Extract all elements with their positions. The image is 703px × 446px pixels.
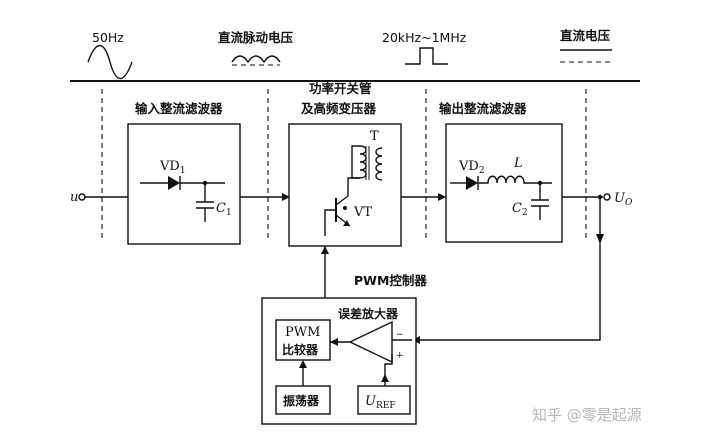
section-dividers (101, 89, 587, 242)
oscillator-arrow (299, 360, 307, 368)
vd2-label: VD2 (458, 159, 485, 176)
pulsating-dc-icon (231, 55, 281, 64)
inductor-icon (478, 175, 552, 184)
error-amplifier-icon (348, 320, 393, 364)
transistor-label: VT (353, 205, 372, 220)
arrow-to-switch (282, 193, 290, 201)
transformer-label: T (370, 129, 379, 144)
power-switch-title-2: 及高频变压器 (301, 101, 377, 116)
vd1-label: VD1 (159, 159, 186, 176)
opamp-plus: + (396, 351, 404, 361)
output-terminal (603, 193, 611, 201)
feedback-wire (412, 197, 601, 341)
output-node-label: UO (614, 191, 633, 208)
input-filter-block: u VD1 C1 (70, 123, 241, 245)
c2-label: C2 (512, 201, 528, 218)
legend: 50Hz 直流脉动电压 20kHz~1MHz 直流电压 (70, 28, 640, 82)
pwm-comparator-box (275, 319, 331, 361)
uref-label: UREF (365, 394, 396, 411)
oscillator-box (275, 385, 331, 415)
legend-sine-label: 50Hz (92, 30, 124, 45)
c1-label: C1 (216, 201, 232, 218)
pulse-wave-icon (405, 47, 448, 65)
pwm-comparator-label-1: PWM (285, 325, 320, 340)
output-filter-title: 输出整流滤波器 (439, 101, 527, 116)
transformer-secondary-icon (375, 147, 383, 181)
pwm-comparator-label-2: 比较器 (282, 342, 319, 357)
sine-wave-icon (87, 44, 133, 80)
power-switch-title-1: 功率开关管 (309, 81, 372, 96)
pwm-controller-title: PWM控制器 (354, 273, 427, 288)
legend-pulsating-label: 直流脉动电压 (218, 30, 294, 45)
input-terminal (78, 193, 86, 201)
diode-vd2-icon (466, 176, 478, 190)
input-filter-title: 输入整流滤波器 (135, 101, 223, 116)
transformer-primary-icon (359, 145, 367, 179)
input-node-label: u (70, 190, 78, 205)
inductor-label: L (513, 156, 523, 171)
oscillator-label: 振荡器 (283, 393, 320, 408)
opamp-minus: − (396, 330, 404, 340)
watermark: 知乎 @零是起源 (532, 406, 642, 424)
arrow-to-output-filter (438, 193, 446, 201)
error-amp-title: 误差放大器 (338, 306, 399, 321)
drive-arrow (321, 246, 329, 254)
uref-box (357, 385, 411, 415)
diode-vd1-icon (168, 176, 180, 190)
output-filter-block: VD2 L C2 (445, 123, 563, 243)
power-switch-block: T VT (288, 123, 402, 247)
legend-pulse-label: 20kHz~1MHz (382, 30, 467, 45)
pwm-controller-block: 误差放大器 PWM 比较器 − + 振荡器 UREF (261, 297, 417, 425)
legend-dc-label: 直流电压 (560, 28, 611, 43)
